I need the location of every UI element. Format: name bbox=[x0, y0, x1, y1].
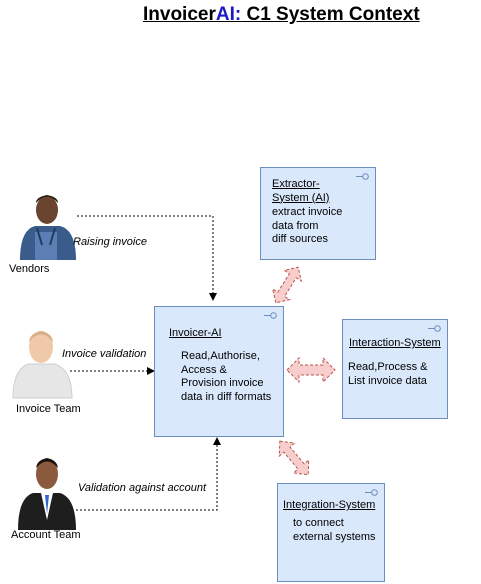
vendors-name: Vendors bbox=[9, 263, 50, 275]
interaction-double-arrow bbox=[286, 356, 336, 384]
integration-title: Integration-System bbox=[283, 499, 376, 511]
title-prefix: Invoicer bbox=[143, 4, 216, 25]
account-team-name: Account Team bbox=[11, 529, 81, 541]
vendors-person-icon bbox=[20, 195, 76, 260]
invoicer-system-box[interactable]: Invoicer-AI Read,Authorise, Access & Pro… bbox=[154, 306, 284, 437]
vendors-connector bbox=[77, 215, 217, 301]
integration-description: to connect external systems bbox=[293, 517, 376, 543]
component-icon bbox=[264, 312, 277, 319]
account-team-connector bbox=[76, 437, 221, 511]
interaction-system-box[interactable]: Interaction-System Read,Process & List i… bbox=[342, 319, 448, 419]
extractor-system-box[interactable]: Extractor- System (AI) extract invoice d… bbox=[260, 167, 376, 260]
extractor-double-arrow bbox=[271, 266, 303, 304]
diagram-title: InvoicerAI: C1 System Context bbox=[143, 4, 420, 26]
integration-system-box[interactable]: Integration-System to connect external s… bbox=[277, 483, 385, 582]
extractor-title: Extractor- System (AI) bbox=[272, 178, 330, 204]
component-icon bbox=[365, 489, 378, 496]
title-suffix: C1 System Context bbox=[241, 4, 420, 25]
invoice-team-person-icon bbox=[12, 331, 73, 399]
extractor-description: extract invoice data from diff sources bbox=[272, 206, 343, 245]
interaction-title: Interaction-System bbox=[349, 337, 441, 349]
invoice-team-edge-label: Invoice validation bbox=[62, 348, 147, 360]
account-team-edge-label: Validation against account bbox=[78, 482, 207, 494]
component-icon bbox=[356, 173, 369, 180]
integration-double-arrow bbox=[278, 440, 310, 476]
invoicer-description: Read,Authorise, Access & Provision invoi… bbox=[181, 350, 272, 403]
component-icon bbox=[428, 325, 441, 332]
title-accent: AI: bbox=[215, 4, 242, 25]
account-team-person-icon bbox=[18, 458, 76, 530]
invoice-team-name: Invoice Team bbox=[16, 403, 81, 415]
interaction-description: Read,Process & List invoice data bbox=[348, 361, 428, 387]
invoicer-title: Invoicer-AI bbox=[169, 327, 222, 339]
vendors-edge-label: Raising invoice bbox=[73, 236, 147, 248]
